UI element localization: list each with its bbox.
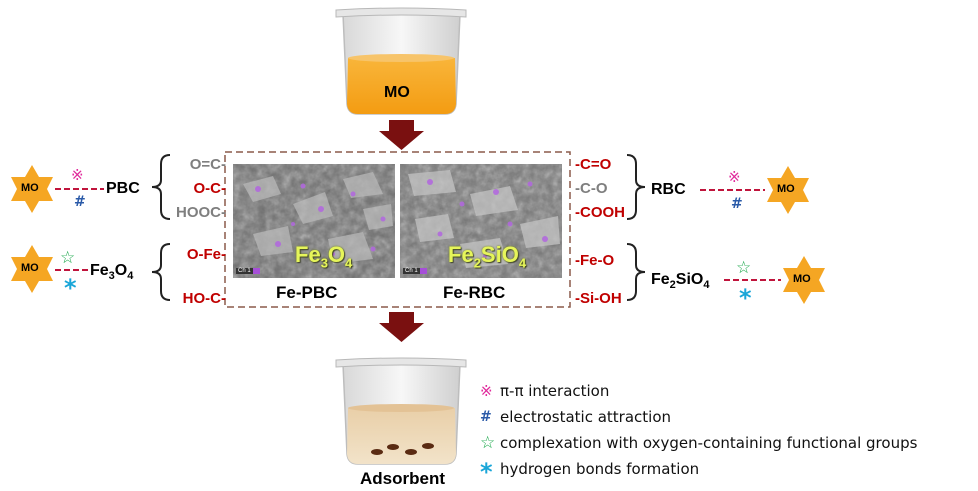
sem-scale-tag: Ch 1 <box>236 268 253 274</box>
complexation-icon: ☆ <box>60 248 76 268</box>
left-brace-bottom <box>151 243 171 301</box>
adsorbent-particles <box>371 443 434 455</box>
arrow-down-top <box>379 120 424 150</box>
left-group-hoc: HO-C- <box>182 290 226 307</box>
mo-label-right-bottom: MO <box>793 273 811 285</box>
caption-fe-rbc: Fe-RBC <box>443 283 506 302</box>
legend-text-pi-pi: π-π interaction <box>500 382 610 400</box>
hydrogen-bond-icon: * <box>64 274 77 302</box>
legend-text-hydrogen-bond: hydrogen bonds formation <box>500 460 700 478</box>
sem-dashed-box <box>224 151 571 308</box>
material-pbc: PBC <box>106 180 140 197</box>
legend-text-complexation: complexation with oxygen-containing func… <box>500 434 918 452</box>
legend-text-electrostatic: electrostatic attraction <box>500 408 672 426</box>
legend-item-electrostatic: # electrostatic attraction <box>480 404 975 430</box>
mo-label-right-top: MO <box>777 183 795 195</box>
right-group-cooh: -COOH <box>575 204 625 221</box>
mo-star-left-bottom <box>11 245 53 293</box>
top-beaker <box>335 7 467 115</box>
right-brace-bottom <box>626 243 646 301</box>
material-fe3o4: Fe3O4 <box>90 262 134 283</box>
mo-label-left-top: MO <box>21 182 39 194</box>
fe2sio4-phase-label: Fe2SiO4 <box>448 242 527 271</box>
right-group-feo: -Fe-O <box>575 252 615 269</box>
left-brace-top <box>151 154 171 220</box>
mo-star-right-bottom <box>783 256 825 304</box>
sem-color-tag <box>420 268 427 274</box>
hydrogen-bond-icon: * <box>480 458 493 486</box>
fe3o4-phase-label: Fe3O4 <box>295 242 353 271</box>
legend: ※ π-π interaction # electrostatic attrac… <box>480 378 975 486</box>
mo-star-left-top <box>11 165 53 213</box>
right-group-sioh: -Si-OH <box>575 290 622 307</box>
bottom-beaker <box>335 357 467 465</box>
left-group-hooc: HOOC- <box>176 204 226 221</box>
electrostatic-icon: # <box>731 196 743 212</box>
caption-fe-pbc: Fe-PBC <box>276 283 338 302</box>
mo-label-left-bottom: MO <box>21 262 39 274</box>
sem-scale-tag: Ch 1 <box>403 268 420 274</box>
complexation-icon: ☆ <box>480 433 496 453</box>
pi-pi-icon: ※ <box>71 166 84 184</box>
material-rbc: RBC <box>651 181 686 198</box>
material-fe2sio4: Fe2SiO4 <box>651 271 710 292</box>
arrow-down-bottom <box>379 312 424 342</box>
right-brace-top <box>626 154 646 220</box>
sem-color-tag <box>253 268 260 274</box>
left-group-ofe: O-Fe- <box>186 246 226 263</box>
pi-pi-icon: ※ <box>480 382 493 400</box>
top-beaker-label: MO <box>384 84 410 101</box>
left-group-co-double: O=C- <box>189 156 226 173</box>
pi-pi-icon: ※ <box>728 168 741 186</box>
right-group-c-double-o: -C=O <box>575 156 612 173</box>
mo-star-right-top <box>767 166 809 214</box>
electrostatic-icon: # <box>74 194 86 210</box>
electrostatic-icon: # <box>480 409 492 425</box>
right-group-co: -C-O <box>575 180 608 197</box>
legend-item-hydrogen-bond: * hydrogen bonds formation <box>480 456 975 486</box>
bottom-beaker-label: Adsorbent <box>360 469 445 488</box>
sem-image-fe-rbc: Fe2SiO4 Ch 1 <box>400 164 562 278</box>
sem-image-fe-pbc: Fe3O4 Ch 1 <box>233 164 395 278</box>
hydrogen-bond-icon: * <box>739 284 752 312</box>
legend-item-pi-pi: ※ π-π interaction <box>480 378 975 404</box>
complexation-icon: ☆ <box>736 258 752 278</box>
legend-item-complexation: ☆ complexation with oxygen-containing fu… <box>480 430 975 456</box>
left-group-oc: O-C- <box>193 180 227 197</box>
